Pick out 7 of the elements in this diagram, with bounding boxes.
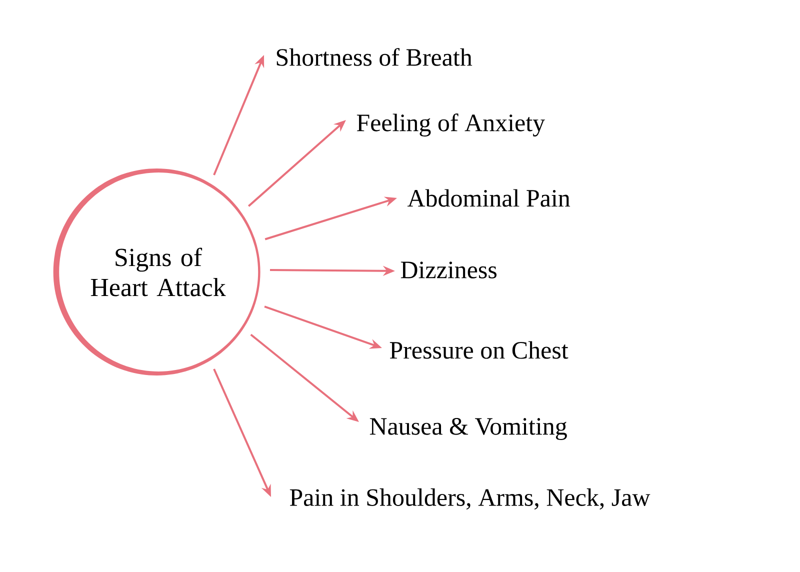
symptom-label: Pressure on Chest [390,341,568,359]
symptom-label: Nausea & Vomiting [370,418,567,440]
symptom-label: Abdominal Pain [407,189,570,207]
symptom-label: Dizziness [400,262,496,278]
symptom-label: Shortness of Breath [276,48,472,66]
symptom-label: Pain in Shoulders, Arms, Neck, Jaw [290,488,650,510]
symptom-label: Feeling of Anxiety [356,114,545,136]
